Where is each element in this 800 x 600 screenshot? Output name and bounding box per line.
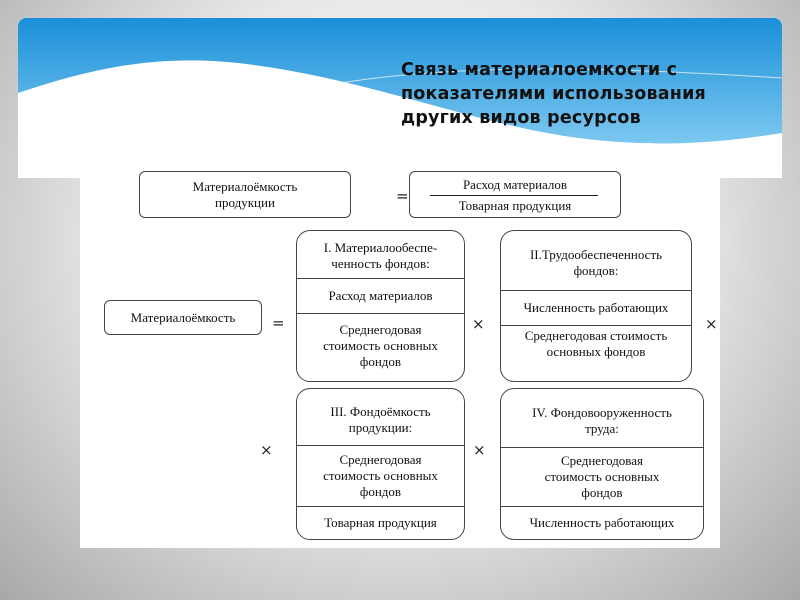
heading-line: III. Фондоёмкость [330, 404, 431, 419]
denominator: Численность работающих [501, 506, 703, 539]
numerator: Среднегодовая стоимость основных фондов [501, 447, 703, 506]
header-banner: Связь материалоемкости с показателями ис… [18, 18, 782, 178]
factor-box-1: I. Материалообеспе-ченность фондов: Расх… [296, 230, 465, 382]
fraction-box: Расход материалов Товарная продукция [409, 171, 621, 218]
times-sign: × [705, 315, 718, 333]
heading-line: фондов: [573, 263, 619, 278]
box-label: Материалоёмкость продукции [192, 178, 298, 210]
factor-heading: I. Материалообеспе-ченность фондов: [297, 235, 464, 277]
title-line: других видов ресурсов [401, 108, 641, 128]
numerator: Среднегодовая стоимость основных фондов [297, 445, 464, 506]
materialoemkost-product-box: Материалоёмкость продукции [139, 171, 351, 218]
heading-line: труда: [585, 421, 619, 436]
materialoemkost-box: Материалоёмкость [104, 300, 262, 335]
denominator: Среднегодовая стоимость основных фондов [297, 313, 464, 377]
times-sign: × [472, 315, 485, 333]
numerator: Расход материалов [462, 177, 568, 192]
equals-sign: = [272, 314, 285, 332]
title-line: показателями использования [401, 84, 706, 104]
formula-diagram: Материалоёмкость продукции = Расход мате… [80, 160, 720, 548]
numerator: Численность работающих [501, 290, 691, 325]
heading-line: продукции: [348, 420, 413, 435]
heading-line: I. Материалообеспе- [323, 240, 438, 255]
heading-line: IV. Фондовооруженность [532, 405, 672, 420]
equals-sign: = [396, 187, 409, 205]
denominator: Среднегодовая стоимость основных фондов [501, 325, 691, 361]
heading-line: II.Трудообеспеченность [529, 247, 663, 262]
times-sign: × [473, 441, 486, 459]
heading-line: ченность фондов: [331, 256, 430, 271]
numerator: Расход материалов [297, 278, 464, 313]
slide-title: Связь материалоемкости с показателями ис… [401, 58, 706, 130]
denominator: Товарная продукция [297, 506, 464, 539]
box-label: Материалоёмкость [130, 309, 236, 325]
times-sign: × [260, 441, 273, 459]
wave-background [18, 18, 782, 178]
title-line: Связь материалоемкости с [401, 60, 678, 80]
denominator: Товарная продукция [458, 198, 572, 213]
fraction-line [430, 195, 598, 196]
